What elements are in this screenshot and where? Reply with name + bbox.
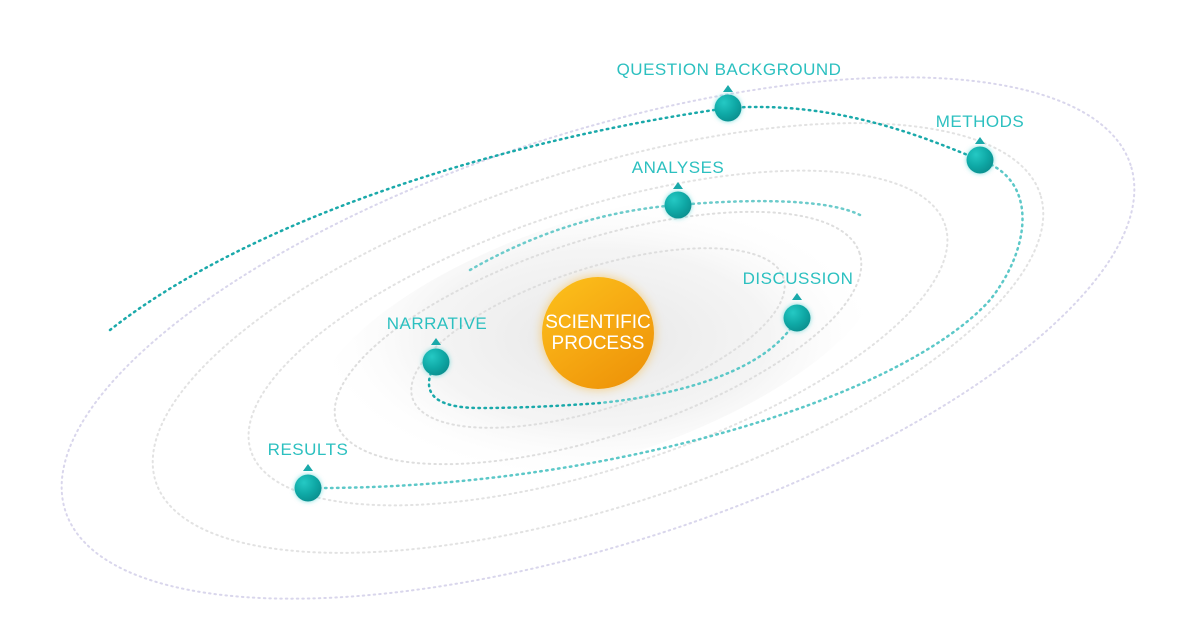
triangle-marker-icon	[792, 293, 802, 300]
orbit-3	[247, 169, 949, 507]
triangle-marker-icon	[723, 85, 733, 92]
triangle-marker-icon	[975, 137, 985, 144]
center-line-2: PROCESS	[551, 333, 645, 354]
path-analyses	[468, 199, 862, 272]
node-narrative[interactable]	[422, 348, 450, 376]
center-line-1: SCIENTIFIC	[545, 312, 651, 333]
orbit-5	[410, 247, 786, 429]
label-results: RESULTS	[267, 440, 349, 459]
label-question-background: QUESTION BACKGROUND	[616, 60, 842, 79]
triangle-marker-icon	[303, 464, 313, 471]
triangle-marker-icon	[431, 338, 441, 345]
node-question-background[interactable]	[714, 94, 742, 122]
orbit-2	[151, 121, 1045, 555]
label-discussion: DISCUSSION	[742, 269, 854, 288]
label-methods: METHODS	[935, 112, 1025, 131]
path-methods-results	[306, 158, 1024, 490]
node-methods[interactable]	[966, 146, 994, 174]
path-outer	[108, 105, 982, 332]
orbit-1	[60, 76, 1136, 600]
orbit-4	[333, 210, 863, 466]
path-discussion	[598, 316, 799, 405]
node-analyses[interactable]	[664, 191, 692, 219]
label-analyses: ANALYSES	[631, 158, 725, 177]
center-sun: SCIENTIFIC PROCESS	[542, 277, 654, 389]
path-narrative	[427, 360, 602, 410]
node-discussion[interactable]	[783, 304, 811, 332]
label-narrative: NARRATIVE	[386, 314, 488, 333]
triangle-marker-icon	[673, 182, 683, 189]
node-results[interactable]	[294, 474, 322, 502]
